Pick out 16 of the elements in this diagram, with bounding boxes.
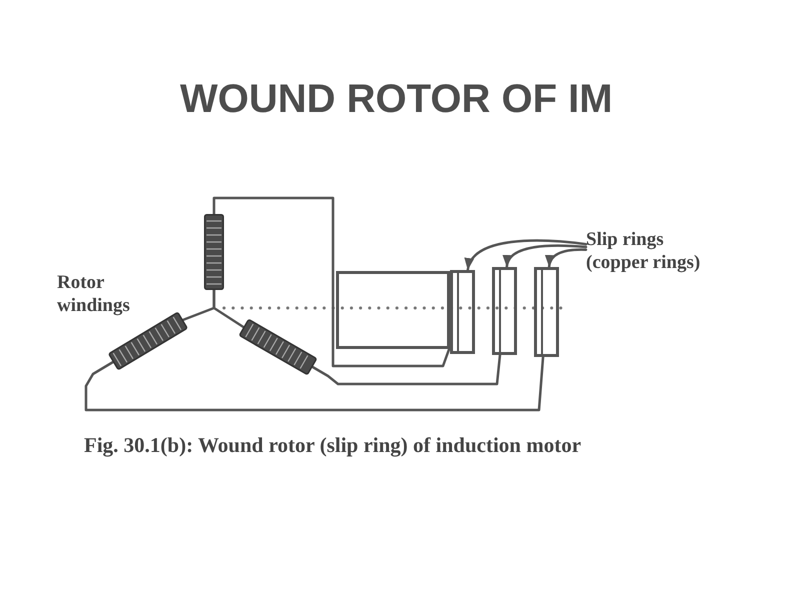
connecting-wire: [311, 354, 502, 386]
slip-ring: [492, 267, 517, 355]
connecting-wire: [212, 196, 452, 368]
figure-caption: Fig. 30.1(b): Wound rotor (slip ring) of induction motor: [84, 433, 582, 458]
rotor-drum: [336, 271, 450, 349]
slip-ring: [534, 267, 559, 357]
slip-ring: [450, 270, 475, 354]
connecting-wire: [212, 288, 245, 328]
leader-line: [546, 248, 588, 268]
leader-line: [466, 239, 588, 272]
leader-line: [504, 244, 588, 268]
title: WOUND ROTOR OF IM: [180, 76, 613, 122]
part-label: Rotor windings: [57, 272, 131, 318]
callout-label: Slip rings (copper rings): [586, 229, 702, 275]
winding-coil: [204, 214, 224, 290]
connecting-wire: [84, 356, 544, 412]
